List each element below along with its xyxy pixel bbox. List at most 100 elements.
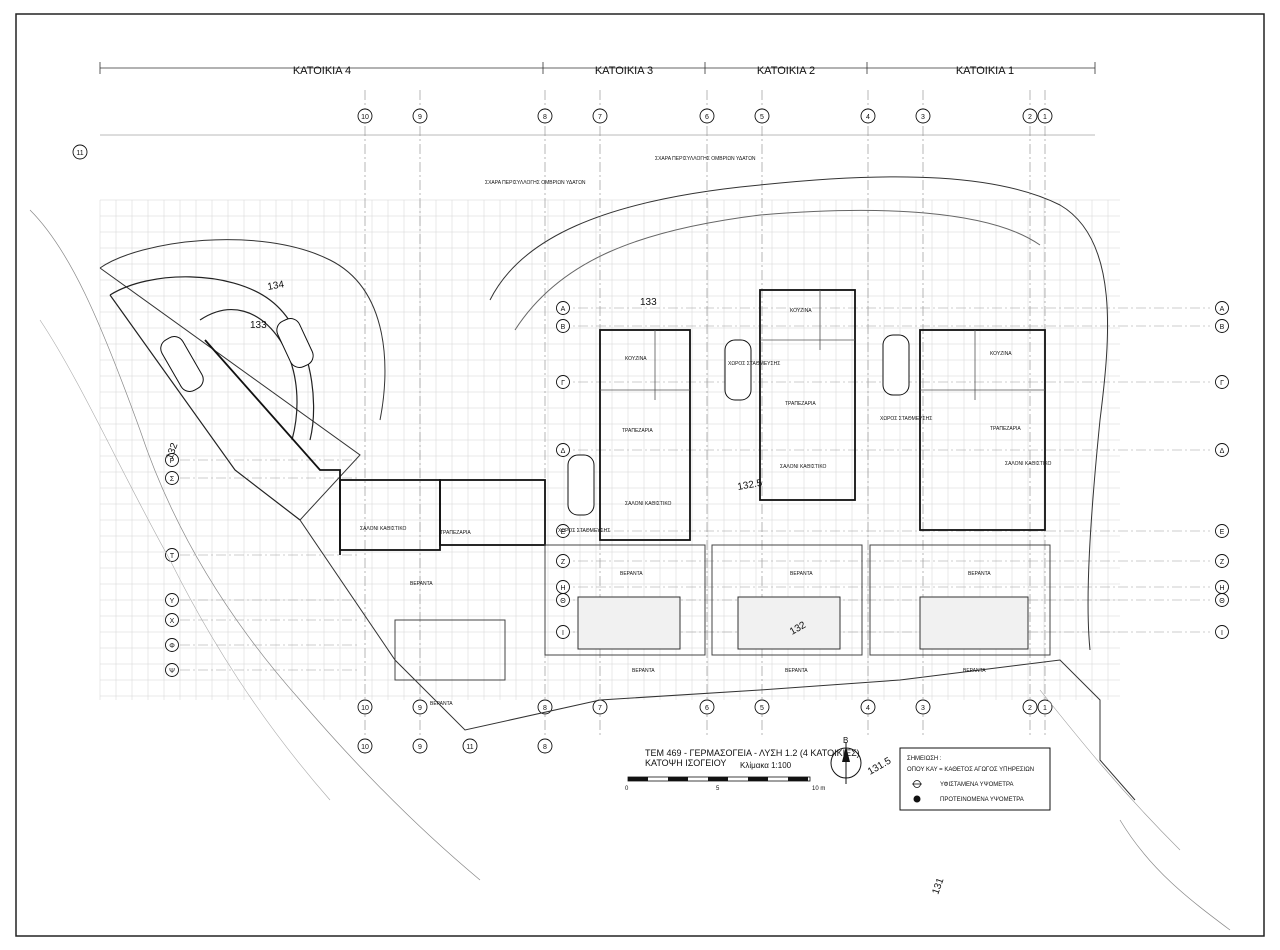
grid-axis-bubble-4: 4: [866, 705, 870, 712]
room-label-living: ΣΑΛΟΝΙ ΚΑΘΙΣΤΙΚΟ: [360, 526, 406, 532]
notes-title: ΣΗΜΕΙΩΣΗ :: [907, 756, 942, 762]
grid-axis-bubble-8: 8: [543, 744, 547, 751]
grid-axis-bubble-Ι: Ι: [1221, 630, 1223, 637]
contour-label: 132.5: [737, 478, 764, 493]
grid-axis-bubble-Θ: Θ: [560, 598, 566, 605]
north-label: Β: [843, 736, 848, 745]
grid-axis-bubble-11: 11: [466, 744, 473, 751]
contour-label: 133: [640, 297, 657, 308]
grid-axis-bubble-Γ: Γ: [1220, 380, 1224, 387]
room-label-veranda: ΒΕΡΑΝΤΑ: [410, 581, 433, 587]
room-label-living: ΣΑΛΟΝΙ ΚΑΘΙΣΤΙΚΟ: [625, 501, 671, 507]
grid-axis-bubble-5: 5: [760, 705, 764, 712]
grid-axis-bubble-Δ: Δ: [1220, 448, 1225, 455]
room-label-dining: ΤΡΑΠΕΖΑΡΙΑ: [622, 428, 653, 434]
title-line-2: ΚΑΤΟΨΗ ΙΣΟΓΕΙΟΥ: [645, 758, 726, 768]
scale-5: 5: [716, 786, 720, 792]
grid-axis-bubble-10: 10: [361, 744, 369, 751]
grid-axis-bubble-3: 3: [921, 114, 925, 121]
grid-axis-bubble-Β: Β: [561, 324, 566, 331]
room-label-veranda: ΒΕΡΑΝΤΑ: [790, 571, 813, 577]
room-label-living: ΣΑΛΟΝΙ ΚΑΘΙΣΤΙΚΟ: [1005, 461, 1051, 467]
interior-walls: [600, 290, 1045, 400]
grid-axis-bubble-1: 1: [1043, 705, 1047, 712]
grid-axis-bubble-Τ: Τ: [170, 553, 175, 560]
grid-axis-bubble-5: 5: [760, 114, 764, 121]
grid-axis-bubble-Ι: Ι: [562, 630, 564, 637]
room-labels: ΚΟΥΖΙΝΑ ΚΟΥΖΙΝΑ ΚΟΥΖΙΝΑ ΤΡΑΠΕΖΑΡΙΑ ΤΡΑΠΕ…: [360, 308, 1051, 707]
notes-box: [899, 747, 1051, 811]
room-label-kitchen: ΚΟΥΖΙΝΑ: [625, 356, 647, 362]
contour-label: 133: [250, 320, 267, 331]
house-2-title: ΚΑΤΟΙΚΙΑ 2: [757, 65, 815, 77]
grid-axis-bubble-3: 3: [921, 705, 925, 712]
grid-axis-bubble-Δ: Δ: [561, 448, 566, 455]
grid-axis-bubble-7: 7: [598, 705, 602, 712]
room-label-veranda: ΒΕΡΑΝΤΑ: [968, 571, 991, 577]
grid-axis-bubble-Ψ: Ψ: [169, 668, 175, 675]
contour-label: 134: [267, 279, 286, 293]
room-label-veranda: ΒΕΡΑΝΤΑ: [785, 668, 808, 674]
pools: [577, 596, 1029, 650]
grid-axis-bubble-6: 6: [705, 114, 709, 121]
room-label-veranda: ΒΕΡΑΝΤΑ: [430, 701, 453, 707]
grid-axis-bubble-Α: Α: [561, 306, 566, 313]
scale-10: 10 m: [812, 786, 825, 792]
grid-axis-bubble-11: 11: [76, 150, 83, 157]
grid-axis-bubble-Φ: Φ: [169, 643, 175, 650]
room-label-veranda: ΒΕΡΑΝΤΑ: [620, 571, 643, 577]
room-label-kitchen: ΚΟΥΖΙΝΑ: [790, 308, 812, 314]
grid-axis-bubble-2: 2: [1028, 114, 1032, 121]
grid-axis-bubble-2: 2: [1028, 705, 1032, 712]
grid-axis-bubble-Γ: Γ: [561, 380, 565, 387]
grid-axis-bubble-Σ: Σ: [170, 476, 175, 483]
room-label-dining: ΤΡΑΠΕΖΑΡΙΑ: [785, 401, 816, 407]
grid-axis-bubble-9: 9: [418, 114, 422, 121]
grid-axis-bubble-Ζ: Ζ: [561, 559, 566, 566]
room-label-parking: ΧΩΡΟΣ ΣΤΑΘΜΕΥΣΗΣ: [558, 528, 610, 534]
grid-axis-bubble-Α: Α: [1220, 306, 1225, 313]
site-grid: [99, 199, 1120, 700]
grid-axis-bubble-10: 10: [361, 705, 369, 712]
north-arrow: [830, 742, 862, 784]
grid-axis-bubble-8: 8: [543, 705, 547, 712]
room-label-dining: ΤΡΑΠΕΖΑΡΙΑ: [990, 426, 1021, 432]
grid-axis-bubble-Υ: Υ: [170, 598, 175, 605]
terraces: [394, 544, 1051, 681]
room-label-veranda: ΒΕΡΑΝΤΑ: [963, 668, 986, 674]
grid-axis-bubble-Β: Β: [1220, 324, 1225, 331]
grid-axis-bubble-Ρ: Ρ: [170, 458, 175, 465]
site-boundary: [29, 176, 1231, 931]
grid-axis-bubble-1: 1: [1043, 114, 1047, 121]
notes-proposed: ΠΡΟΤΕΙΝΟΜΕΝΑ ΥΨΟΜΕΤΡΑ: [940, 797, 1024, 803]
top-dimension: [99, 62, 1096, 136]
grid-axis-bubble-10: 10: [361, 114, 369, 121]
grid-axis-bubble-7: 7: [598, 114, 602, 121]
contour-label: 131.5: [866, 755, 894, 777]
scale-0: 0: [625, 786, 629, 792]
grid-axis-bubble-Ε: Ε: [561, 529, 566, 536]
sheet-border: [15, 13, 1265, 937]
grid-axis-bubble-Ζ: Ζ: [1220, 559, 1225, 566]
grid-axis-bubble-8: 8: [543, 114, 547, 121]
room-label-kitchen: ΚΟΥΖΙΝΑ: [990, 351, 1012, 357]
house-footprints: [204, 289, 1046, 555]
grid-axis-bubble-9: 9: [418, 705, 422, 712]
grid-axis-bubble-Η: Η: [560, 585, 565, 592]
parked-cars: [160, 318, 910, 516]
house-4-title: ΚΑΤΟΙΚΙΑ 4: [293, 65, 351, 77]
annotation-drain: ΣΧΑΡΑ ΠΕΡΙΣΥΛΛΟΓΗΣ ΟΜΒΡΙΩΝ ΥΔΑΤΩΝ: [655, 156, 756, 162]
house-1-title: ΚΑΤΟΙΚΙΑ 1: [956, 65, 1014, 77]
room-label-living: ΣΑΛΟΝΙ ΚΑΘΙΣΤΙΚΟ: [780, 464, 826, 470]
room-label-dining: ΤΡΑΠΕΖΑΡΙΑ: [440, 530, 471, 536]
grid-axis-bubble-4: 4: [866, 114, 870, 121]
grid-axis-bubble-Θ: Θ: [1219, 598, 1225, 605]
title-scale: Κλίμακα 1:100: [740, 761, 792, 770]
grid-axis-bubble-9: 9: [418, 744, 422, 751]
house-3-title: ΚΑΤΟΙΚΙΑ 3: [595, 65, 653, 77]
notes-existing: ΥΦΙΣΤΑΜΕΝΑ ΥΨΟΜΕΤΡΑ: [940, 782, 1014, 788]
notes-line: ΟΠΟΥ ΚΑΥ = ΚΑΘΕΤΟΣ ΑΓΩΓΟΣ ΥΠΗΡΕΣΙΩΝ: [907, 767, 1034, 773]
